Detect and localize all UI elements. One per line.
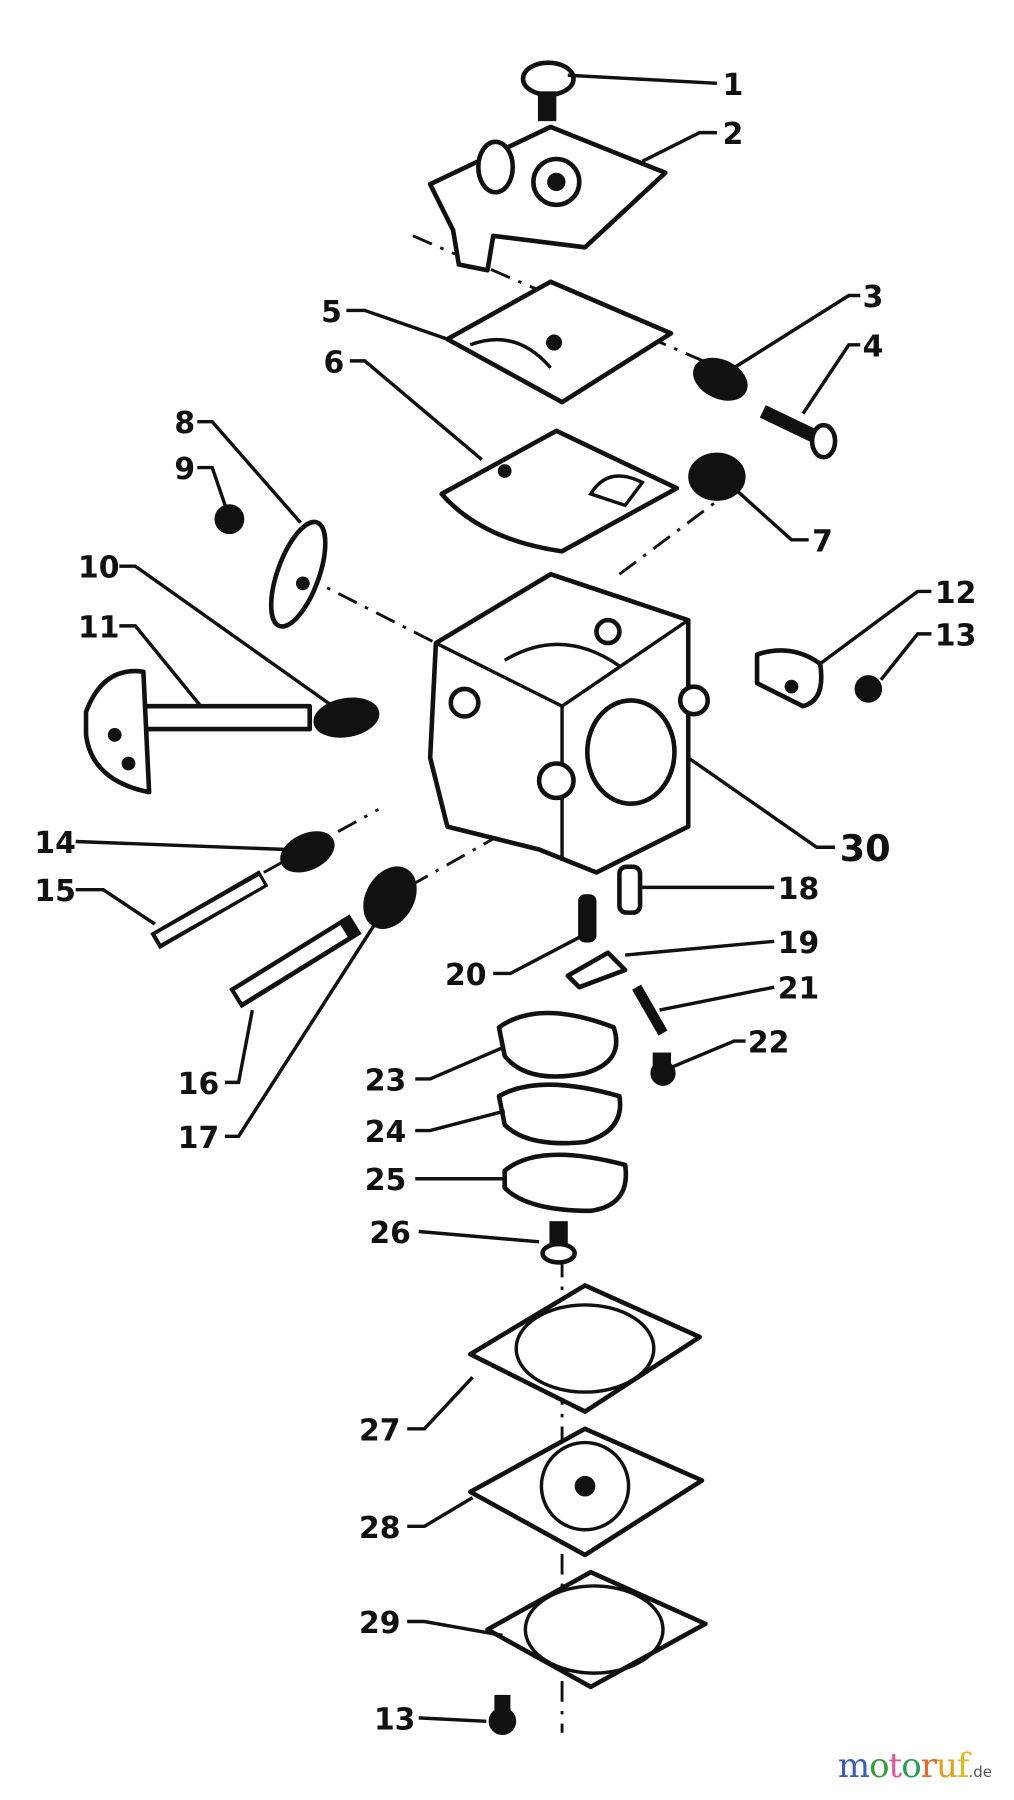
part-7-plug: [688, 452, 746, 501]
label-22: 22: [748, 1026, 790, 1061]
part-24-plate: [496, 1082, 623, 1146]
label-3: 3: [863, 280, 884, 315]
logo-suffix: .de: [968, 1763, 992, 1781]
part-30-carburetor-body: [427, 571, 711, 875]
part-12-lever: [754, 648, 824, 709]
part-13-nut: [854, 675, 883, 703]
part-21-pin: [632, 984, 668, 1036]
part-18-needle-valve: [617, 864, 643, 915]
part-6-diaphragm: [439, 428, 680, 554]
label-15: 15: [34, 874, 76, 909]
part-17-spring: [363, 866, 417, 929]
label-7: 7: [812, 524, 833, 559]
part-23-plate: [496, 1010, 619, 1079]
part-22-screw: [650, 1052, 676, 1086]
label-10: 10: [78, 551, 120, 586]
part-4-screw: [759, 405, 838, 460]
part-5-gasket: [445, 279, 674, 405]
label-21: 21: [778, 972, 820, 1007]
label-5: 5: [321, 295, 342, 330]
part-28-diaphragm: [467, 1426, 705, 1558]
label-23: 23: [365, 1063, 407, 1098]
label-24: 24: [365, 1115, 407, 1150]
label-14: 14: [34, 826, 76, 861]
label-12: 12: [935, 576, 977, 611]
part-25-plate: [502, 1152, 629, 1214]
part-1-screw: [520, 60, 576, 122]
logo-letter: m: [837, 1746, 870, 1786]
label-30: 30: [840, 827, 891, 870]
logo-letter: o: [901, 1746, 922, 1786]
leader-lines: [75, 73, 932, 1724]
axis-line: [299, 572, 437, 645]
label-13: 13: [935, 618, 977, 653]
part-20-spring: [578, 894, 597, 943]
label-28: 28: [359, 1511, 401, 1546]
label-13-bottom: 13: [374, 1702, 415, 1737]
label-26: 26: [369, 1216, 411, 1251]
label-16: 16: [178, 1067, 220, 1102]
label-20: 20: [445, 958, 486, 993]
logo-letter: r: [920, 1746, 937, 1786]
logo-letter: t: [888, 1746, 903, 1786]
logo-letter: f: [956, 1746, 970, 1786]
label-1: 1: [723, 68, 744, 103]
part-3-spring: [693, 357, 748, 401]
label-2: 2: [723, 117, 744, 152]
label-18: 18: [778, 872, 820, 907]
part-29-cover: [485, 1569, 708, 1690]
part-9-nut: [214, 504, 245, 535]
label-29: 29: [359, 1606, 401, 1641]
logo-letter: o: [869, 1746, 890, 1786]
part-27-gasket: [467, 1283, 702, 1414]
part-14-spring: [280, 831, 335, 873]
label-6: 6: [323, 345, 344, 380]
label-25: 25: [365, 1163, 407, 1198]
part-19-lever: [565, 950, 628, 990]
label-19: 19: [778, 926, 820, 961]
part-16-needle: [229, 914, 362, 1009]
label-11: 11: [78, 610, 120, 645]
label-17: 17: [178, 1121, 220, 1156]
motoruf-watermark-logo: motoruf.de: [838, 1746, 992, 1786]
part-10-spring: [313, 697, 380, 738]
part-11-throttle-shaft: [83, 668, 312, 795]
part-13-screw: [488, 1694, 517, 1736]
logo-letter: u: [935, 1746, 958, 1786]
part-2-pump-cover: [427, 124, 668, 273]
label-27: 27: [359, 1413, 401, 1448]
part-8-disc: [268, 519, 328, 629]
part-15-needle: [150, 870, 269, 950]
label-4: 4: [863, 329, 884, 364]
part-26-screw: [540, 1221, 577, 1265]
label-8: 8: [174, 406, 195, 441]
label-9: 9: [174, 452, 195, 487]
